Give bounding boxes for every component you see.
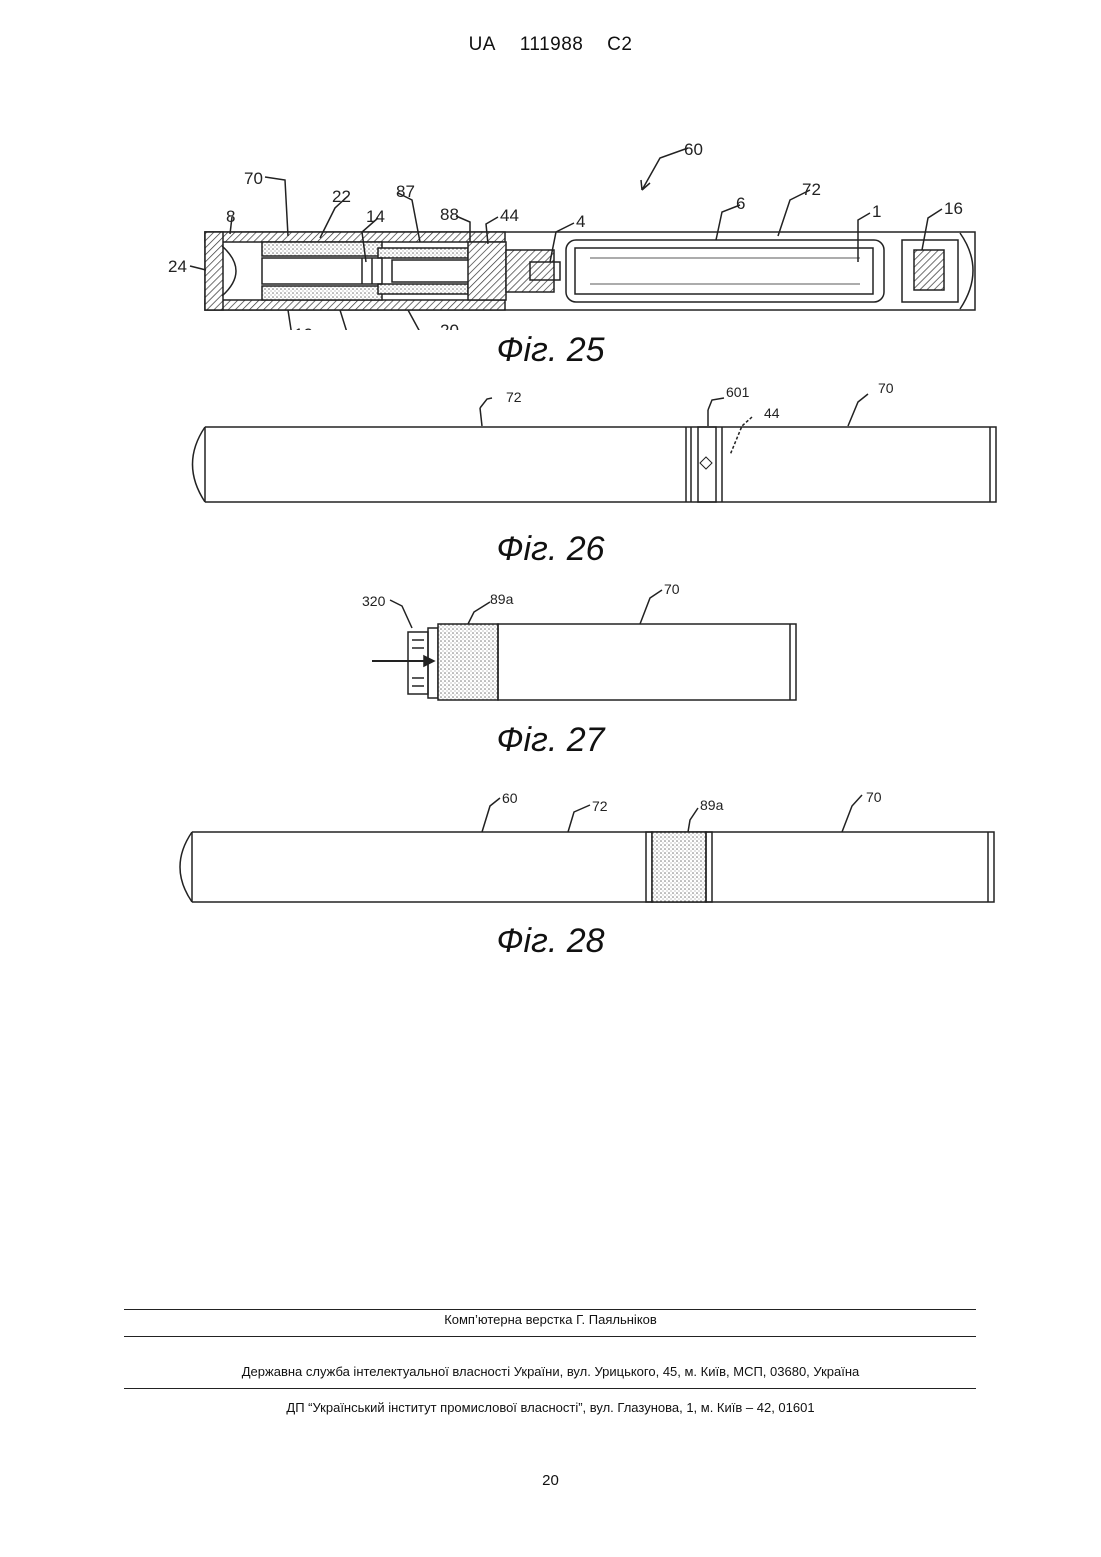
page-number: 20 [0, 1472, 1101, 1489]
header-country: UA [469, 34, 496, 55]
figure-26-drawing: 72 601 44 70 [0, 380, 1101, 510]
fig25-label-22: 22 [332, 187, 351, 206]
footer-rule-top [124, 1309, 976, 1310]
fig28-label-60: 60 [502, 790, 518, 806]
fig26-label-72: 72 [506, 389, 522, 405]
fig25-label-44: 44 [500, 206, 519, 225]
figure-25-drawing: 60 70 22 87 8 14 88 44 4 6 72 1 16 24 10… [0, 130, 1101, 330]
footer-institute: ДП “Український інститут промислової вла… [0, 1400, 1101, 1415]
fig26-label-601: 601 [726, 384, 750, 400]
fig25-label-4: 4 [576, 212, 585, 231]
header-patent-number: 111988 [520, 34, 584, 55]
fig25-label-16: 16 [944, 199, 963, 218]
fig25-label-24: 24 [168, 257, 187, 276]
footer-agency: Державна служба інтелектуальної власност… [0, 1364, 1101, 1379]
fig25-label-20: 20 [440, 321, 459, 330]
fig26-label-44: 44 [764, 405, 780, 421]
fig25-label-60: 60 [684, 140, 703, 159]
fig25-label-70: 70 [244, 169, 263, 188]
fig25-label-1: 1 [872, 202, 881, 221]
fig26-label-70: 70 [878, 380, 894, 396]
fig28-label-89a: 89a [700, 797, 724, 813]
figure-28-drawing: 60 72 89a 70 [0, 785, 1101, 910]
fig28-caption: Фіг. 28 [0, 922, 1101, 961]
fig26-caption: Фіг. 26 [0, 530, 1101, 569]
fig25-label-88: 88 [440, 205, 459, 224]
figure-27-drawing: 320 89a 70 [0, 580, 1101, 710]
footer-rule-bottom [124, 1388, 976, 1389]
fig28-label-70: 70 [866, 789, 882, 805]
footer-rule-middle [124, 1336, 976, 1337]
fig25-label-14: 14 [366, 207, 385, 226]
fig25-label-6: 6 [736, 194, 745, 213]
fig25-label-72: 72 [802, 180, 821, 199]
footer-credit: Комп’ютерна верстка Г. Паяльніков [0, 1312, 1101, 1327]
fig27-caption: Фіг. 27 [0, 721, 1101, 760]
fig25-label-8: 8 [226, 207, 235, 226]
header-kind-code: C2 [607, 34, 632, 55]
fig27-label-320: 320 [362, 593, 386, 609]
fig27-label-70: 70 [664, 581, 680, 597]
fig25-label-87: 87 [396, 182, 415, 201]
fig27-label-89a: 89a [490, 591, 514, 607]
fig25-caption: Фіг. 25 [0, 331, 1101, 370]
fig28-label-72: 72 [592, 798, 608, 814]
fig25-label-10: 10 [294, 325, 313, 330]
document-header: UA 111988 C2 [0, 34, 1101, 56]
